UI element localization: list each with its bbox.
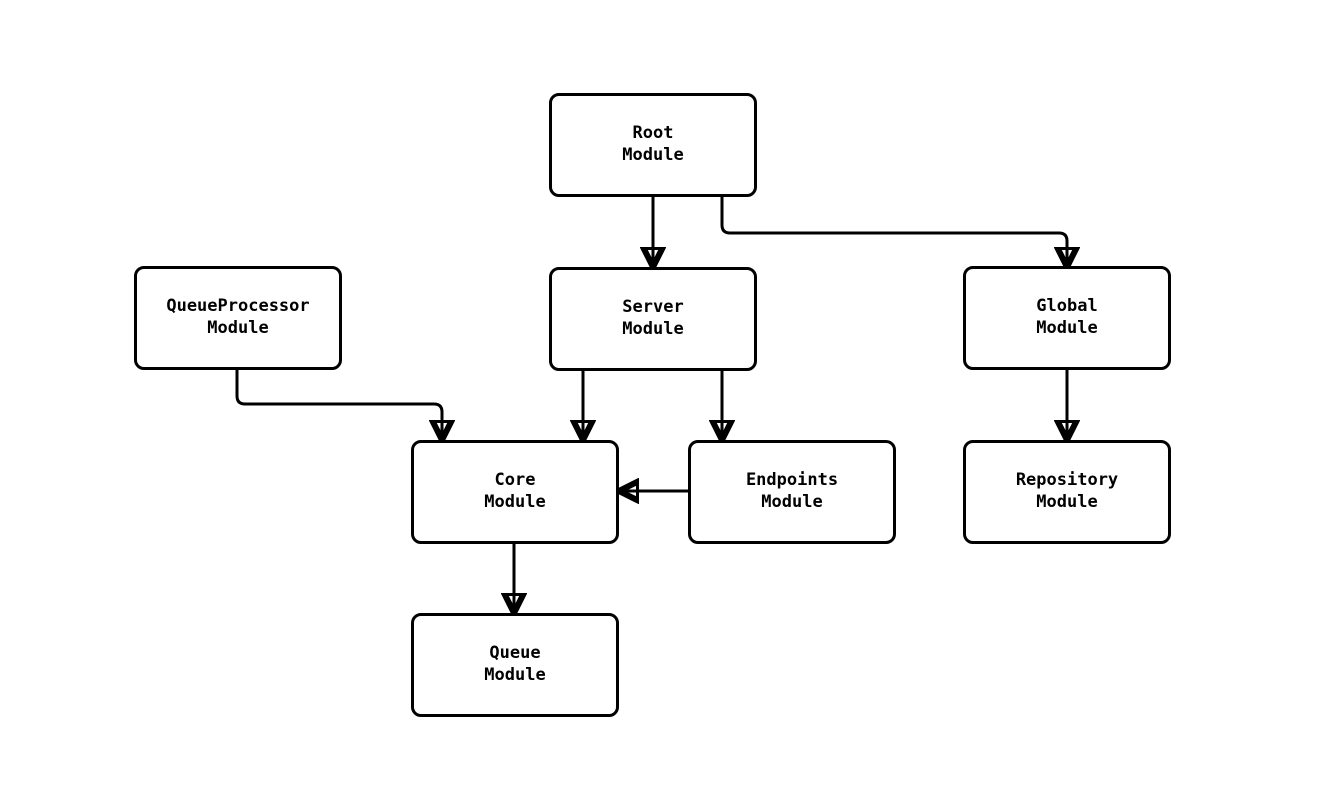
node-global-module: Global Module — [963, 266, 1171, 370]
node-endpoints-module: Endpoints Module — [688, 440, 896, 544]
node-repository-module: Repository Module — [963, 440, 1171, 544]
node-server-module: Server Module — [549, 267, 757, 371]
edge-root-to-global — [720, 197, 1067, 267]
node-core-module-label: Core Module — [484, 470, 546, 512]
node-queue-module: Queue Module — [411, 613, 619, 717]
node-queueprocessor-module: QueueProcessor Module — [134, 266, 342, 370]
node-root-module: Root Module — [549, 93, 757, 197]
node-root-module-label: Root Module — [622, 123, 684, 165]
edge-queueprocessor-to-core — [235, 370, 442, 440]
node-queue-module-label: Queue Module — [484, 643, 546, 685]
node-endpoints-module-label: Endpoints Module — [745, 470, 839, 512]
node-server-module-label: Server Module — [622, 297, 684, 339]
node-queueprocessor-module-label: QueueProcessor Module — [166, 296, 310, 338]
node-core-module: Core Module — [411, 440, 619, 544]
node-repository-module-label: Repository Module — [1015, 470, 1119, 512]
node-global-module-label: Global Module — [1036, 296, 1098, 338]
